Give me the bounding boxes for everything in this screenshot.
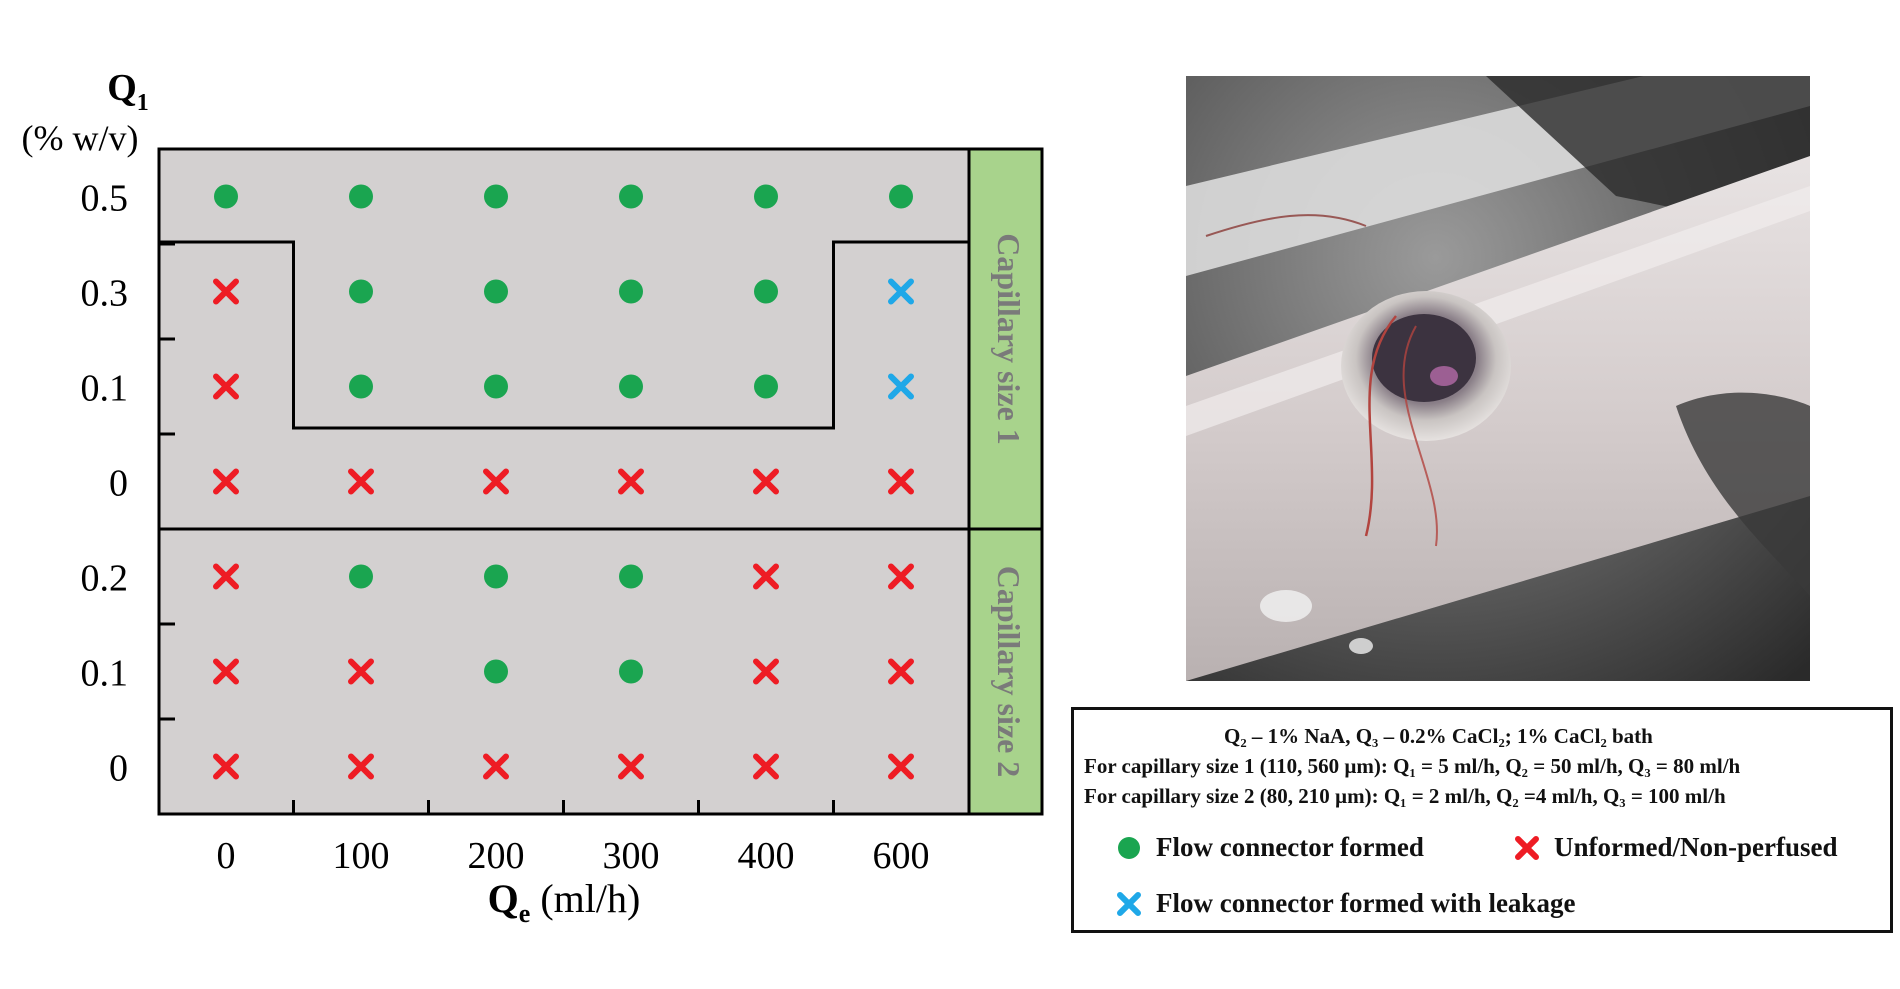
x-tick-label: 400 — [738, 835, 795, 877]
plot-area — [157, 147, 1044, 816]
x-axis-title: Qe (ml/h) — [488, 876, 641, 928]
panel-1-point-unformed — [348, 468, 374, 495]
condition-line-3: For capillary size 2 (80, 210 µm): Q₁ = … — [1084, 784, 1726, 808]
panel-2-point-unformed — [888, 753, 914, 780]
panel-1-side-label: Capillary size 1 — [991, 233, 1027, 445]
panel-1-point-unformed — [753, 468, 779, 495]
legend-x-marker-red — [1515, 835, 1539, 860]
panel-1-point-formed — [754, 184, 778, 209]
x-tick-label: 0 — [217, 835, 236, 877]
panel-2-point-unformed — [618, 753, 644, 780]
panel-2-side-label: Capillary size 2 — [991, 566, 1027, 778]
panel-1-y-tick-label: 0.1 — [81, 368, 129, 410]
legend-x-marker-blue — [1117, 891, 1141, 916]
panel-1-point-unformed — [213, 468, 239, 495]
panel-2-point-formed — [484, 564, 508, 589]
panel-1-point-formed — [214, 184, 238, 209]
legend-label-unformed: Unformed/Non-perfused — [1554, 832, 1838, 862]
x-axis-title-unit: (ml/h) — [530, 876, 640, 921]
x-tick-label: 200 — [468, 835, 525, 877]
panel-2-point-unformed — [753, 658, 779, 685]
panel-1-point-formed — [754, 374, 778, 399]
panel-1-point-formed — [484, 184, 508, 209]
panel-1-y-tick-label: 0.3 — [81, 273, 129, 315]
panel-1-point-unformed — [888, 468, 914, 495]
panel-1-side-label-box — [967, 147, 1044, 531]
panel-2-point-unformed — [888, 563, 914, 590]
plot-background — [157, 147, 971, 816]
panel-1-point-formed — [619, 279, 643, 304]
legend-circle-marker — [1118, 836, 1140, 859]
region-boundary-line — [159, 240, 969, 430]
y-axis-unit: (% w/v) — [22, 118, 139, 158]
panel-1-y-tick-label: 0 — [109, 463, 128, 505]
legend-label-formed: Flow connector formed — [1156, 832, 1424, 862]
panel-1-y-tick-label: 0.5 — [81, 178, 129, 220]
panel-2-y-tick-label: 0 — [109, 748, 128, 790]
panel-2-point-formed — [619, 564, 643, 589]
panel-2-point-formed — [619, 659, 643, 684]
panel-1-point-formed — [349, 184, 373, 209]
legend-item-unformed: Unformed/Non-perfused — [1514, 832, 1838, 863]
panel-2-point-unformed — [348, 753, 374, 780]
panel-1-point-formed — [889, 184, 913, 209]
panel-1-point-leakage — [888, 373, 914, 400]
panel-2-point-formed — [349, 564, 373, 589]
y-axis-title-sub: 1 — [137, 90, 149, 116]
panel-2-point-unformed — [888, 658, 914, 685]
connector-photo-drawing — [1186, 76, 1810, 681]
panel-1-point-formed — [349, 279, 373, 304]
y-axis-title-main: Q — [107, 67, 137, 109]
panel-1-point-leakage — [888, 278, 914, 305]
panel-2-point-formed — [484, 659, 508, 684]
panel-2-point-unformed — [348, 658, 374, 685]
panel-2-point-unformed — [213, 753, 239, 780]
panel-2-point-unformed — [753, 563, 779, 590]
legend-label-leakage: Flow connector formed with leakage — [1156, 888, 1576, 918]
legend-item-formed: Flow connector formed — [1116, 832, 1424, 863]
panel-1-point-formed — [349, 374, 373, 399]
chart-marks — [213, 184, 914, 780]
y-axis-title: Q1 — [107, 67, 149, 116]
panel-2-point-unformed — [483, 753, 509, 780]
panel-1-point-formed — [619, 184, 643, 209]
x-tick-label: 600 — [873, 835, 930, 877]
panel-1-point-unformed — [213, 373, 239, 400]
x-tick-label: 100 — [333, 835, 390, 877]
condition-line-1: Q₂ – 1% NaA, Q₃ – 0.2% CaCl₂; 1% CaCl₂ b… — [1224, 724, 1653, 748]
x-axis-title-sub: e — [519, 899, 531, 928]
connector-photo — [1186, 76, 1810, 681]
panel-1-point-unformed — [618, 468, 644, 495]
condition-line-2: For capillary size 1 (110, 560 µm): Q₁ =… — [1084, 754, 1741, 778]
legend-item-leakage: Flow connector formed with leakage — [1116, 888, 1575, 919]
panel-2-point-unformed — [213, 658, 239, 685]
x-tick-label: 300 — [603, 835, 660, 877]
panel-2-point-unformed — [213, 563, 239, 590]
x-axis-title-main: Q — [488, 876, 519, 921]
panel-2-point-unformed — [753, 753, 779, 780]
panel-1-point-unformed — [483, 468, 509, 495]
panel-1-point-formed — [619, 374, 643, 399]
panel-1-point-formed — [484, 279, 508, 304]
panel-2-y-tick-label: 0.2 — [81, 558, 129, 600]
panel-1-point-formed — [754, 279, 778, 304]
panel-2-y-tick-label: 0.1 — [81, 653, 129, 695]
panel-1-point-unformed — [213, 278, 239, 305]
panel-1-point-formed — [484, 374, 508, 399]
legend-box: Q₂ – 1% NaA, Q₃ – 0.2% CaCl₂; 1% CaCl₂ b… — [1071, 707, 1893, 933]
